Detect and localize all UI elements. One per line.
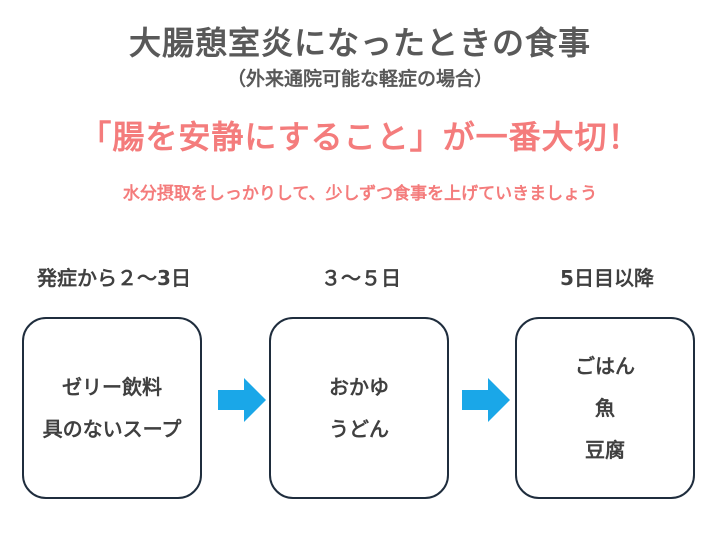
stage-1-label: 発症から２〜3日: [37, 266, 191, 290]
stage-2-item: おかゆ: [329, 375, 389, 399]
stage-1-item: ゼリー飲料: [62, 375, 162, 399]
stage-3-item: 魚: [595, 396, 615, 420]
stage-2-label: ３〜５日: [321, 266, 401, 290]
stage-2-item: うどん: [329, 417, 389, 441]
page-title: 大腸憩室炎になったときの食事: [128, 24, 591, 62]
advice-note: 水分摂取をしっかりして、少しずつ食事を上げていきましょう: [122, 184, 598, 204]
stage-1-item: 具のないスープ: [42, 417, 182, 441]
right-arrow-icon: [218, 378, 266, 422]
stage-3-item: 豆腐: [585, 438, 625, 462]
key-message: 「腸を安静にすること」が一番大切！: [79, 118, 641, 156]
page-subtitle: （外来通院可能な軽症の場合）: [226, 68, 493, 90]
stage-3-card: ごはん 魚 豆腐: [515, 317, 695, 499]
stage-2-card: おかゆ うどん: [269, 317, 449, 499]
stage-1-card: ゼリー飲料 具のないスープ: [22, 317, 202, 499]
right-arrow-icon: [462, 378, 510, 422]
stage-3-label: 5日目以降: [560, 266, 654, 290]
stage-3-item: ごはん: [575, 354, 635, 378]
